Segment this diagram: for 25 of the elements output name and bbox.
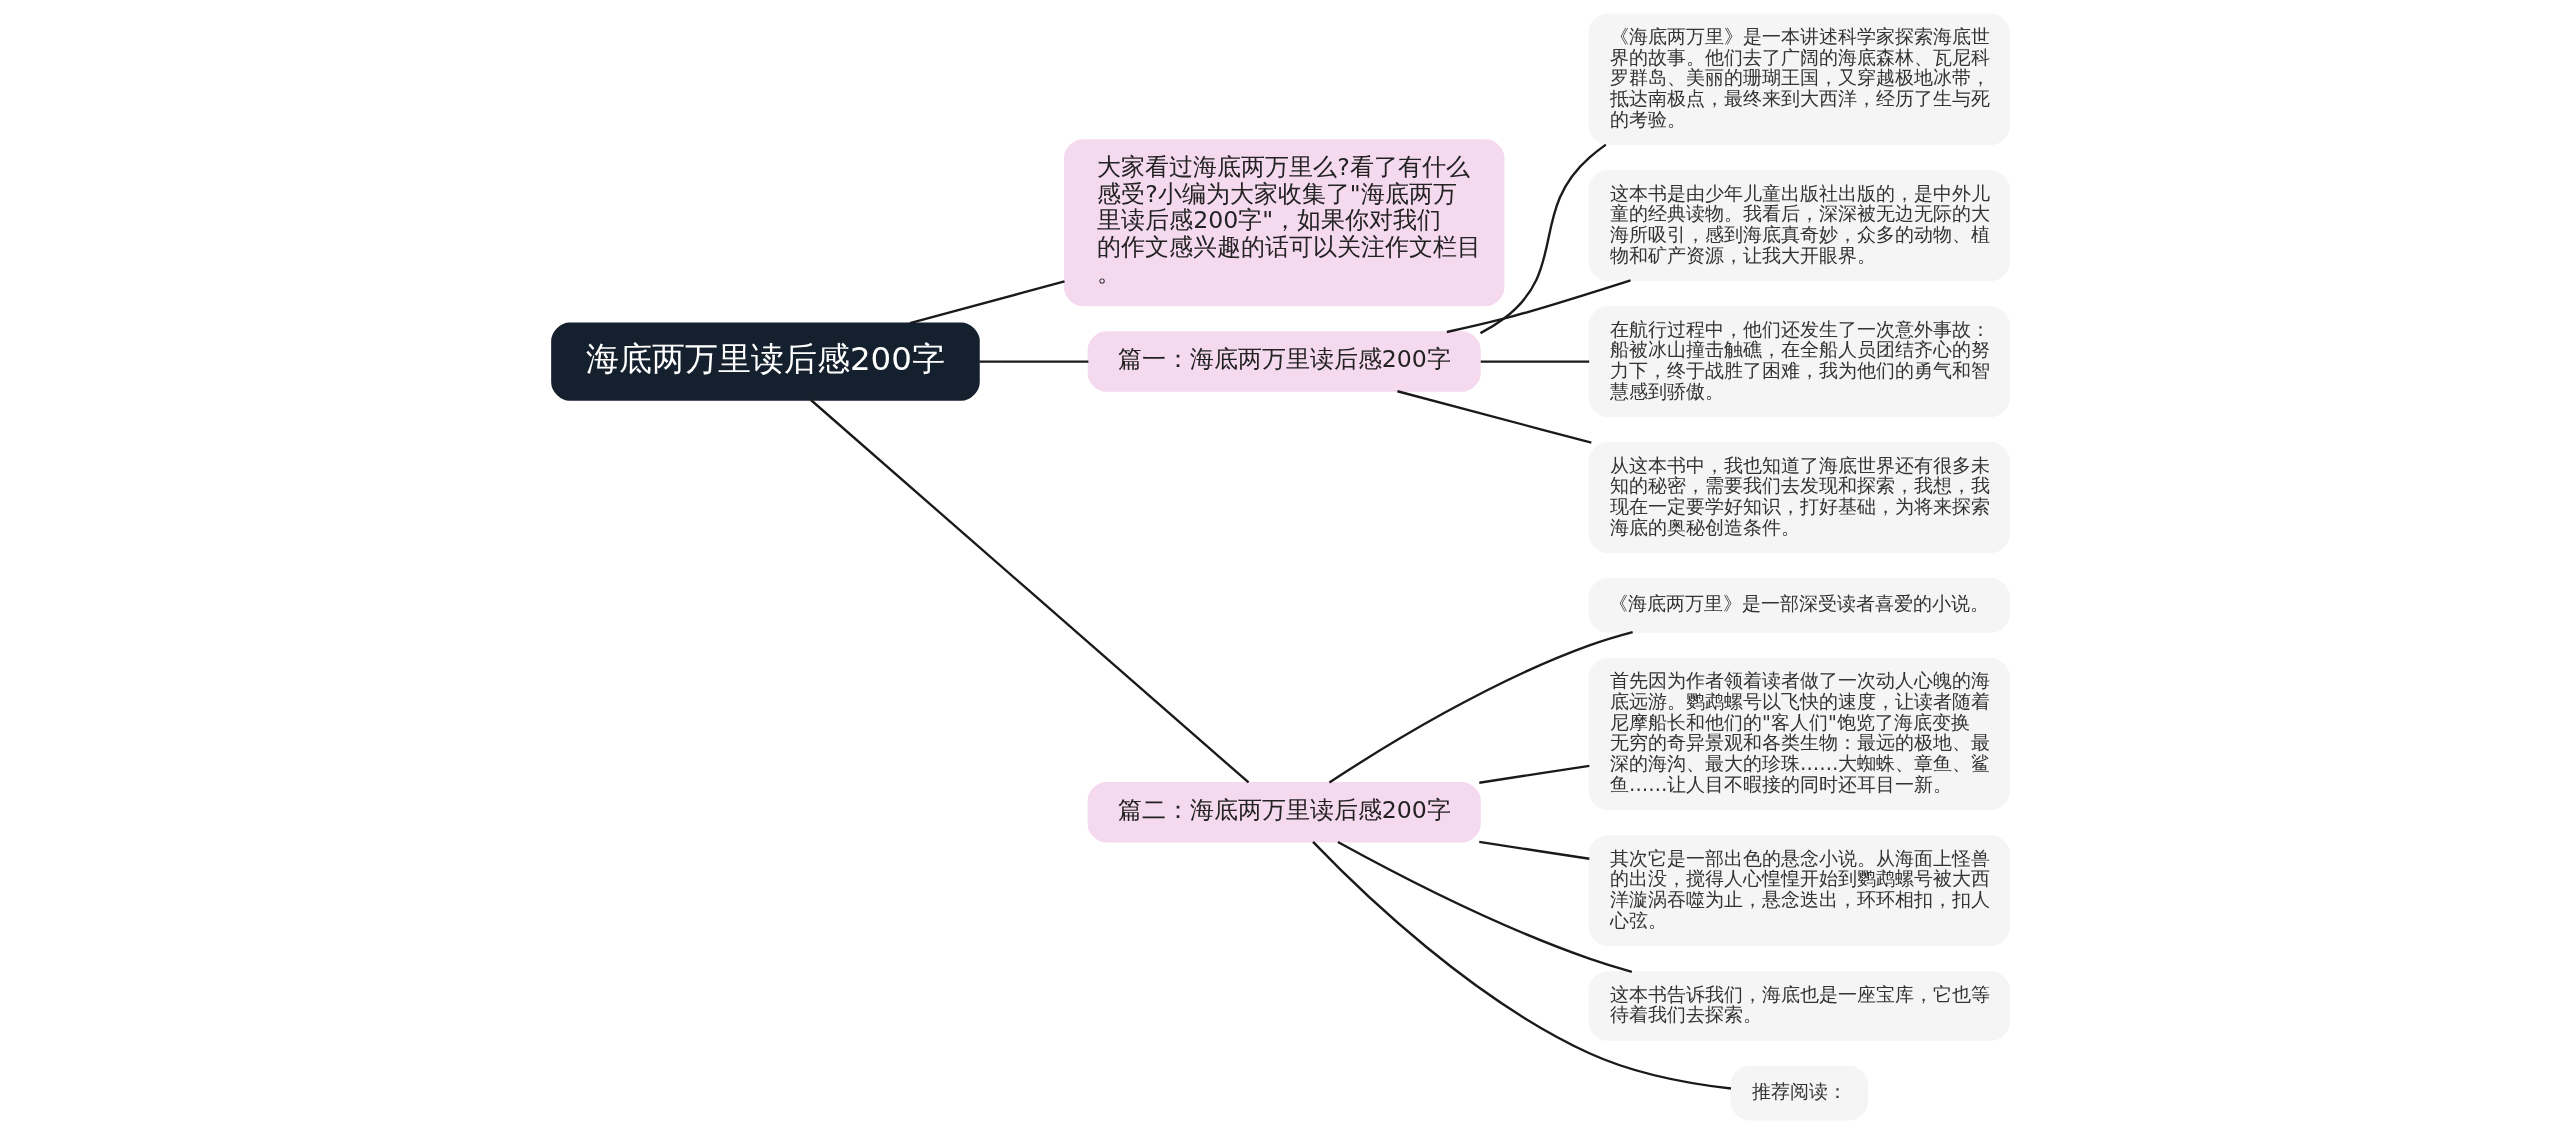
connector — [909, 280, 1065, 325]
connector — [1328, 630, 1633, 784]
node-box: 《海底两万里》是一本讲述科学家探索海底世界的故事。他们去了广阔的海底森林、瓦尼科罗群岛、美丽的珊瑚王国，又穿越极地冰带，抵达南极点，最终来到大西洋，经历了生与死的考验。 — [1588, 13, 2010, 146]
connector — [1479, 143, 1607, 335]
node-box: 海底两万里读后感200字 — [550, 322, 980, 401]
connector — [1446, 279, 1631, 334]
connector — [1311, 841, 1731, 1090]
node-box: 从这本书中，我也知道了海底世界还有很多未知的秘密，需要我们去发现和探索，我想，我现在一定要学好知识，打好基础，为将来探索海底的奥秘创造条件。 — [1588, 442, 2010, 553]
node-box: 篇二：海底两万里读后感200字 — [1087, 782, 1481, 843]
connector — [1396, 390, 1592, 444]
node-box: 这本书告诉我们，海底也是一座宝库，它也等待着我们去探索。 — [1588, 971, 2010, 1041]
node-box: 首先因为作者领着读者做了一次动人心魄的海底远游。鹦鹉螺号以飞快的速度，让读者随着尼摩船长和他们的"客人们"饱览了海底变换无穷的奇异景观和各类生物：最远的极地、最深的海沟、最大的珍珠……大蜘蛛、章鱼、鲨鱼……让人目不暇接的同时还耳目一新。 — [1588, 657, 2010, 811]
connector — [1478, 764, 1589, 784]
node-box: 其次它是一部出色的悬念小说。从海面上怪兽的出没，搅得人心惶惶开始到鹦鹉螺号被大西洋漩涡吞噬为止，悬念迭出，环环相扣，扣人心弦。 — [1588, 835, 2010, 947]
node-box: 在航行过程中，他们还发生了一次意外事故：船被冰山撞击触礁，在全船人员团结齐心的努力下，终于战胜了困难，我为他们的勇气和智慧感到骄傲。 — [1588, 306, 2010, 417]
node-box: 大家看过海底两万里么?看了有什么感受?小编为大家收集了"海底两万里读后感200字"，如果你对我们的作文感兴趣的话可以关注作文栏目。 — [1063, 139, 1504, 307]
node-box: 《海底两万里》是一部深受读者喜爱的小说。 — [1588, 578, 2010, 633]
connector — [1336, 840, 1632, 973]
connector — [1480, 360, 1589, 363]
connector — [809, 399, 1249, 784]
node-box: 这本书是由少年儿童出版社出版的，是中外儿童的经典读物。我看后，深深被无边无际的大海所吸引，感到海底真奇妙，众多的动物、植物和矿产资源，让我大开眼界。 — [1588, 170, 2010, 282]
node-box: 推荐阅读： — [1730, 1065, 1868, 1121]
connector — [1478, 840, 1590, 860]
connector — [978, 360, 1088, 363]
node-box: 篇一：海底两万里读后感200字 — [1087, 331, 1481, 392]
